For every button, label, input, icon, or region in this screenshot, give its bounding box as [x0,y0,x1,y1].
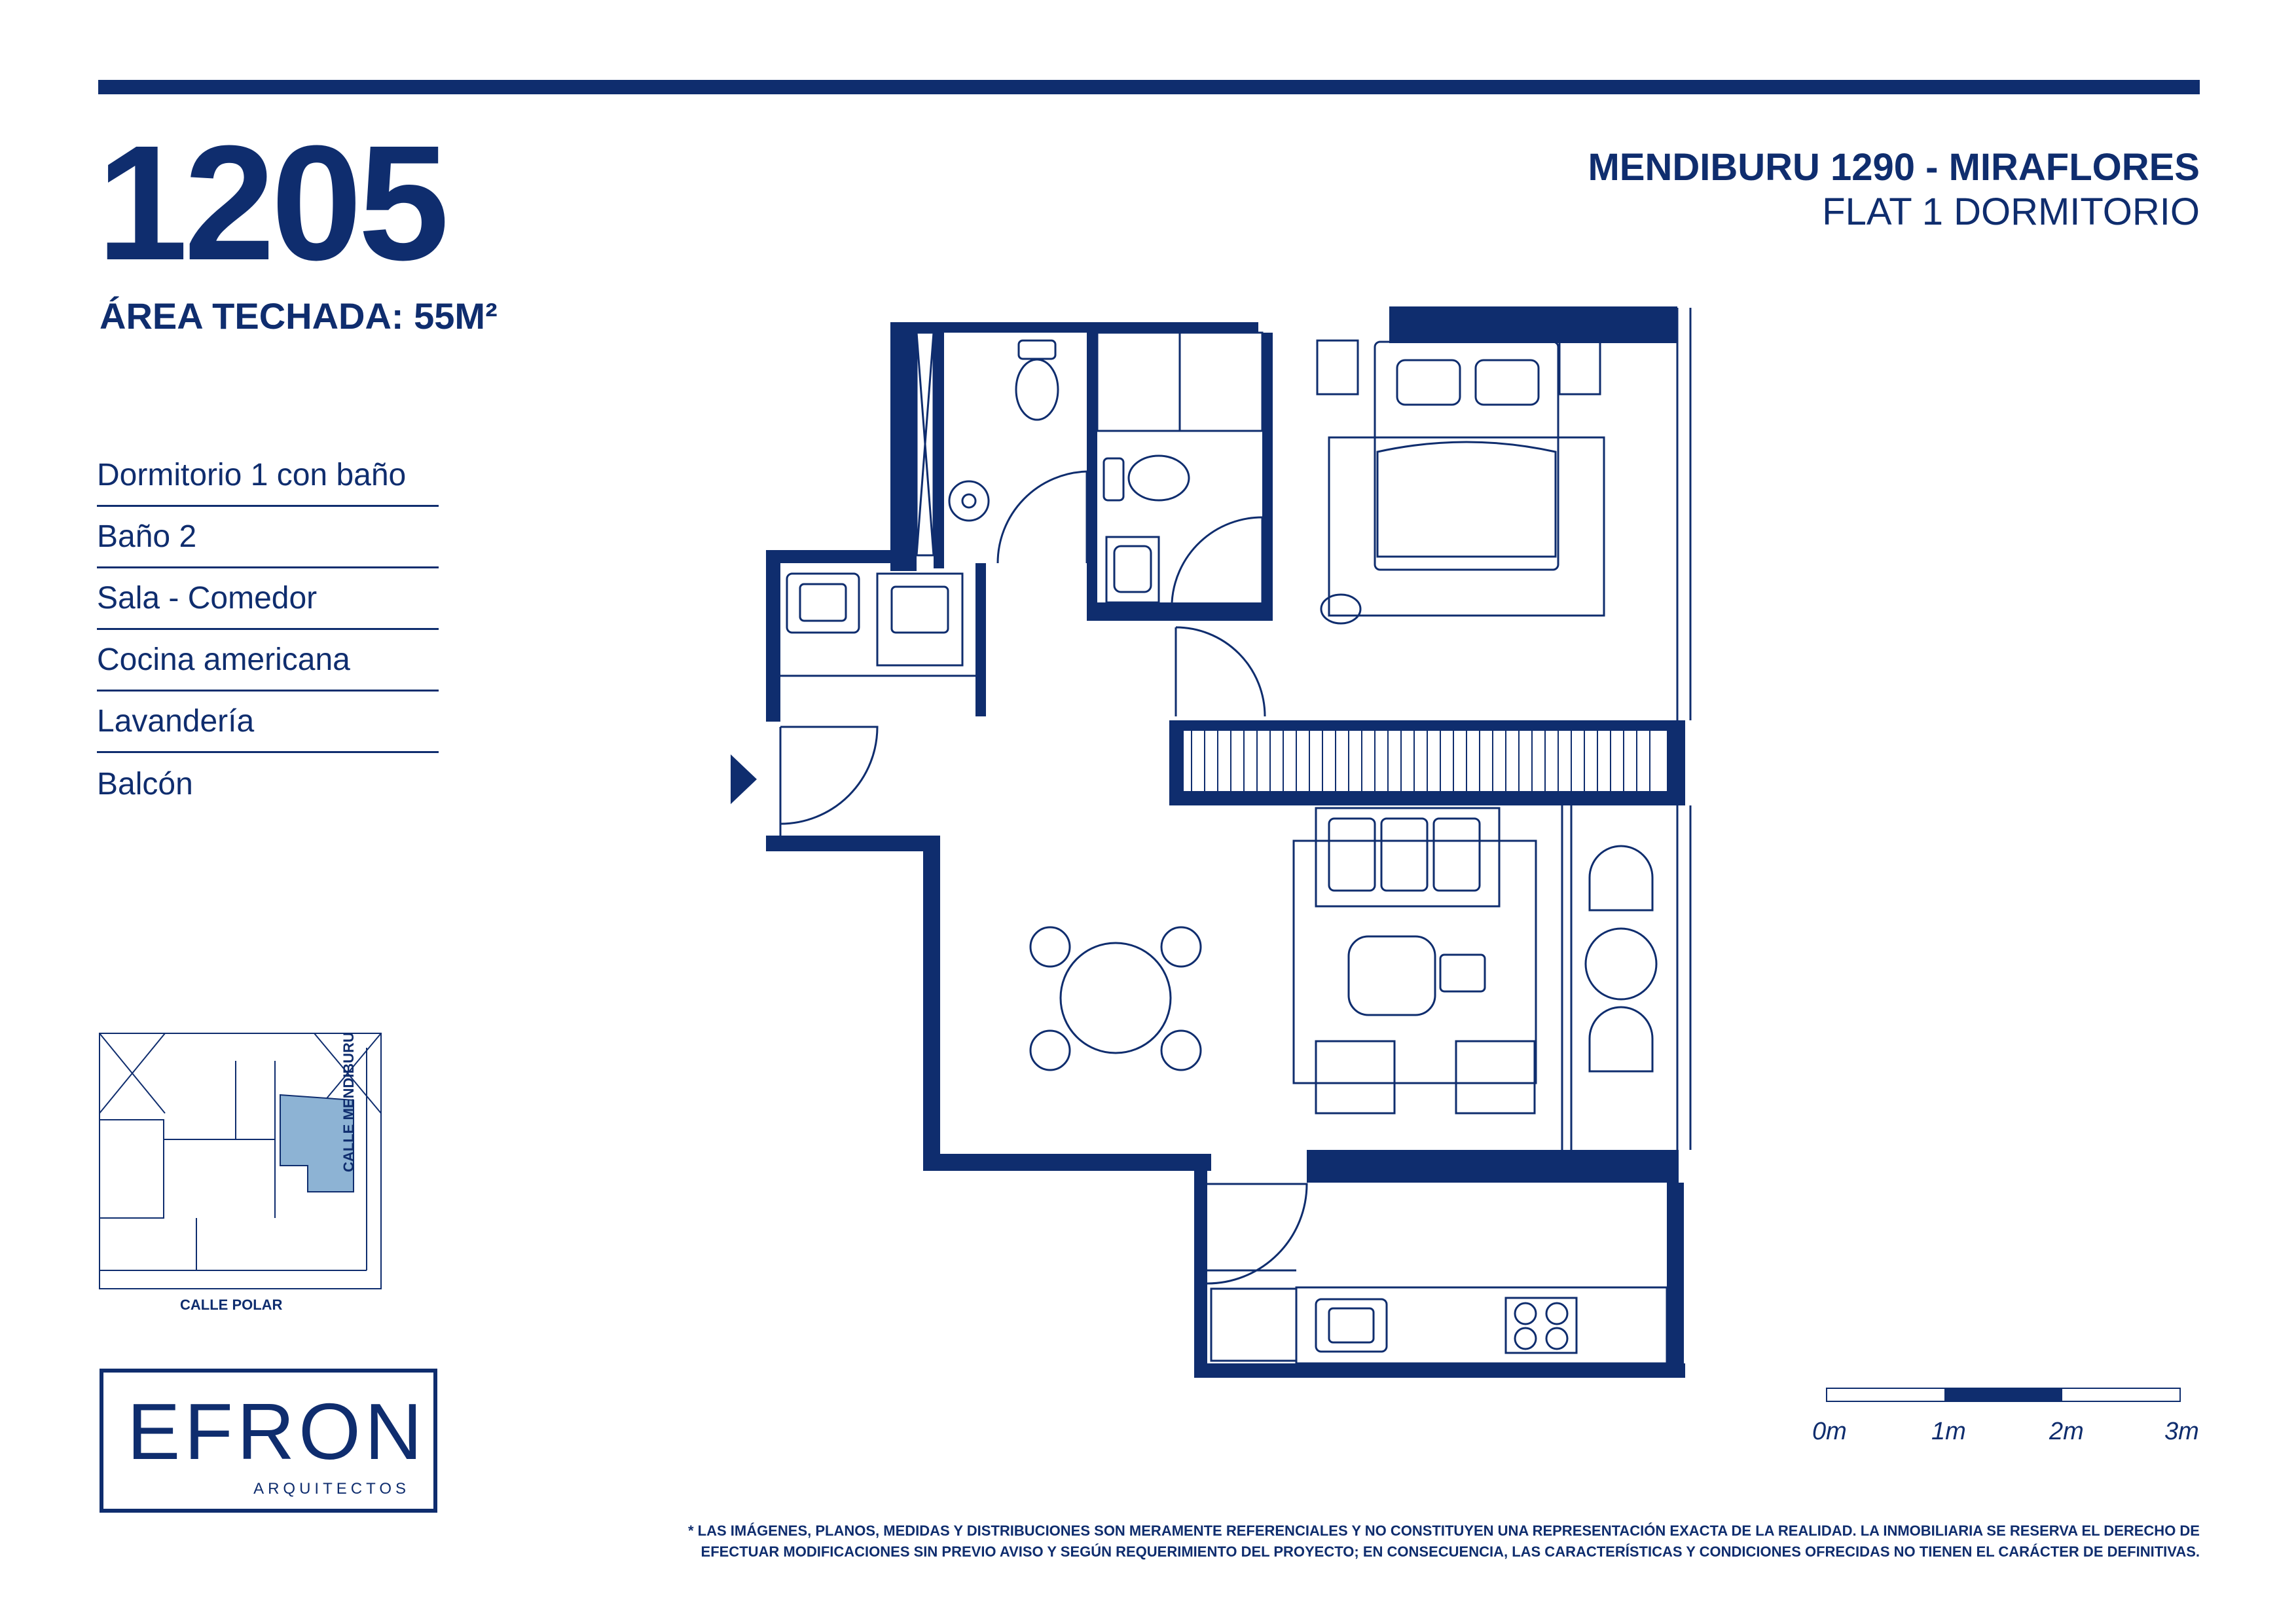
street-label-polar: CALLE POLAR [180,1297,283,1313]
logo-subtitle: ARQUITECTOS [253,1480,410,1498]
unit-highlight [280,1094,354,1192]
scale-label: 1m [1931,1418,1966,1445]
feature-item: Cocina americana [97,630,439,692]
location-map [99,1033,382,1289]
top-rule [98,80,2200,94]
unit-number: 1205 [97,111,449,294]
area-label: ÁREA TECHADA: 55M² [100,295,498,337]
feature-item: Dormitorio 1 con baño [97,445,439,507]
scale-label: 0m [1812,1418,1847,1445]
logo-wordmark: EFRON [127,1387,426,1476]
project-type: FLAT 1 DORMITORIO [1822,191,2200,233]
feature-item: Balcón [97,766,193,802]
feature-item: Sala - Comedor [97,568,439,630]
features-list: Dormitorio 1 con baño Baño 2 Sala - Come… [97,445,439,815]
plan-walls [766,306,1685,1378]
disclaimer: * LAS IMÁGENES, PLANOS, MEDIDAS Y DISTRI… [596,1521,2200,1562]
louvre-lines [1191,726,1650,791]
entry-arrow-icon [731,754,757,804]
scale-label: 2m [2049,1418,2084,1445]
plan-fixtures [779,308,1692,1373]
logo: EFRON ARQUITECTOS [100,1369,437,1513]
project-name: MENDIBURU 1290 - MIRAFLORES [1588,146,2200,189]
feature-item: Lavandería [97,692,439,753]
disclaimer-line: EFECTUAR MODIFICACIONES SIN PREVIO AVISO… [701,1543,2200,1560]
street-label-mendiburu: CALLE MENDIBURU [340,1032,357,1172]
scale-bar [1826,1388,2181,1402]
scale-label: 3m [2164,1418,2199,1445]
disclaimer-line: * LAS IMÁGENES, PLANOS, MEDIDAS Y DISTRI… [687,1522,2200,1539]
feature-item: Baño 2 [97,507,439,568]
